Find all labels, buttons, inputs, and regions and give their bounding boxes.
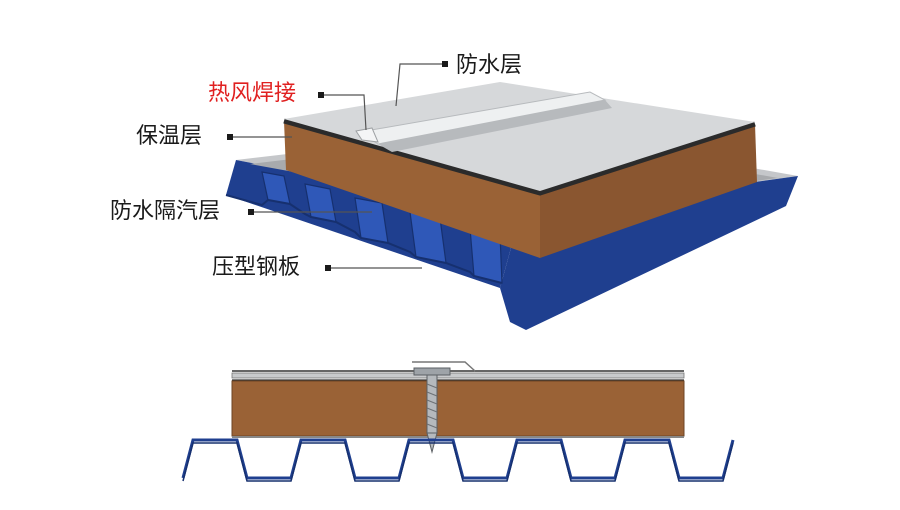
insulation-top-edge <box>283 118 756 196</box>
bullet-waterproof-layer <box>442 61 448 67</box>
callouts: 防水层 热风焊接 保温层 防水隔汽层 压型钢板 <box>110 53 522 280</box>
fastener-threads <box>426 383 438 429</box>
label-insulation-layer: 保温层 <box>136 124 202 149</box>
section-seam-overlap <box>412 361 476 372</box>
label-vapor-barrier: 防水隔汽层 <box>110 199 220 224</box>
section-steel-deck-profile-inner <box>182 442 734 482</box>
deck-flange-lines <box>225 194 503 284</box>
bullet-insulation-layer <box>227 134 233 140</box>
membrane-seam-shadow <box>378 100 612 152</box>
bullet-hot-air-welding <box>318 92 324 98</box>
leader-waterproof-layer <box>395 63 442 107</box>
membrane-surface <box>284 82 755 191</box>
label-waterproof-layer: 防水层 <box>456 53 522 78</box>
cross-section <box>181 361 735 482</box>
insulation-front-face <box>284 121 540 258</box>
leader-hot-air-welding <box>324 94 367 131</box>
hot-air-weld-lip <box>355 127 379 143</box>
label-steel-deck: 压型钢板 <box>212 255 300 280</box>
section-membrane <box>231 372 685 379</box>
insulation-board <box>283 118 757 258</box>
section-steel-deck-profile <box>181 438 735 480</box>
fastener-plate <box>413 367 451 376</box>
bullet-vapor-barrier <box>248 209 254 215</box>
label-hot-air-welding: 热风焊接 <box>208 81 296 106</box>
insulation-right-face <box>540 124 757 258</box>
waterproof-membrane <box>284 82 755 191</box>
isometric-assembly <box>225 82 798 330</box>
bullet-steel-deck <box>325 265 331 271</box>
section-insulation <box>231 380 685 437</box>
